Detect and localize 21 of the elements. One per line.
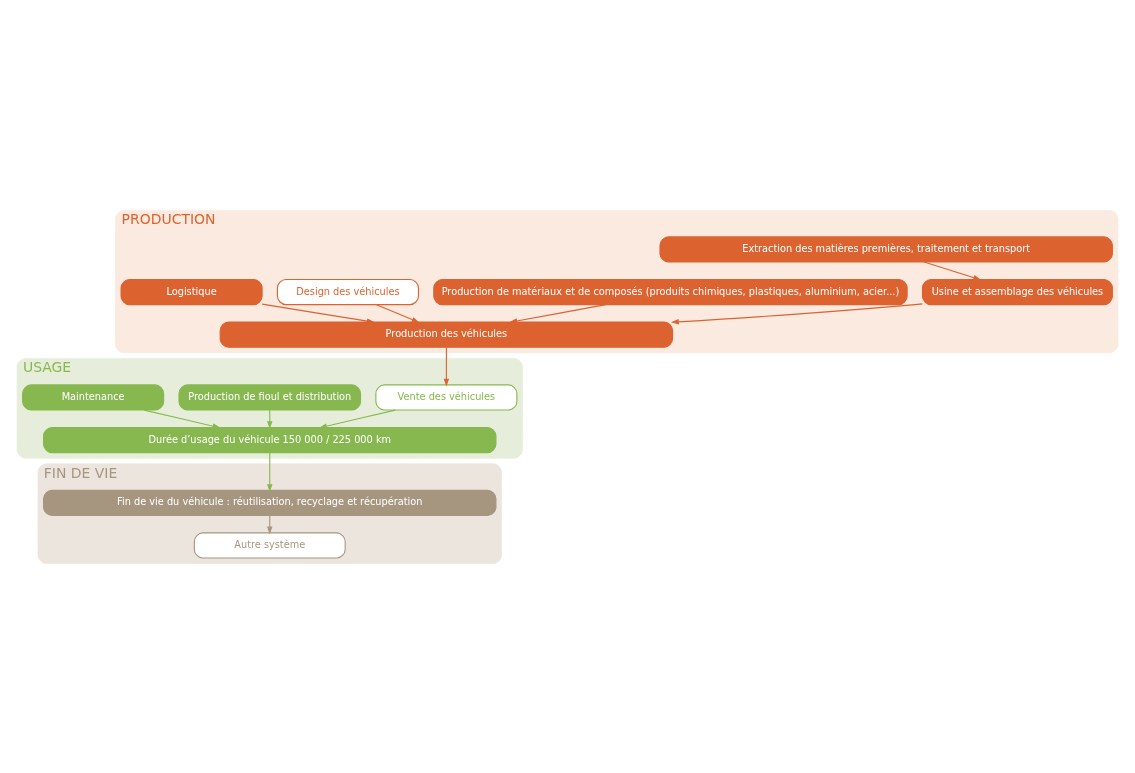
arrow: [923, 261, 982, 280]
arrow: [261, 303, 375, 324]
node-box: Usine et assemblage des véhicules: [921, 278, 1113, 305]
node-box: Maintenance: [22, 383, 165, 411]
arrow: [267, 451, 273, 492]
arrow: [670, 302, 923, 325]
node-box: Production des véhicules: [219, 321, 674, 348]
node-box: Autre système: [193, 531, 346, 559]
arrow: [319, 409, 396, 429]
node-box: Design des véhicules: [276, 278, 419, 305]
node-box: Production de matériaux et de composés (produits chimiques, plastiques, aluminium, acier...): [433, 278, 908, 305]
node-box: Logistique: [120, 278, 263, 305]
node-box: Production de fioul et distribution: [178, 383, 362, 411]
node-box: Fin de vie du véhicule : réutilisation, recyclage et récupération: [43, 489, 497, 516]
node-box: Vente des véhicules: [375, 383, 518, 411]
arrow: [443, 346, 450, 387]
node-box: Durée d’usage du véhicule 150 000 / 225 000 km: [43, 426, 497, 453]
arrow: [509, 303, 607, 324]
node-box: Extraction des matières premières, traitement et transport: [659, 235, 1113, 263]
arrow: [375, 303, 420, 323]
arrow: [143, 409, 221, 429]
